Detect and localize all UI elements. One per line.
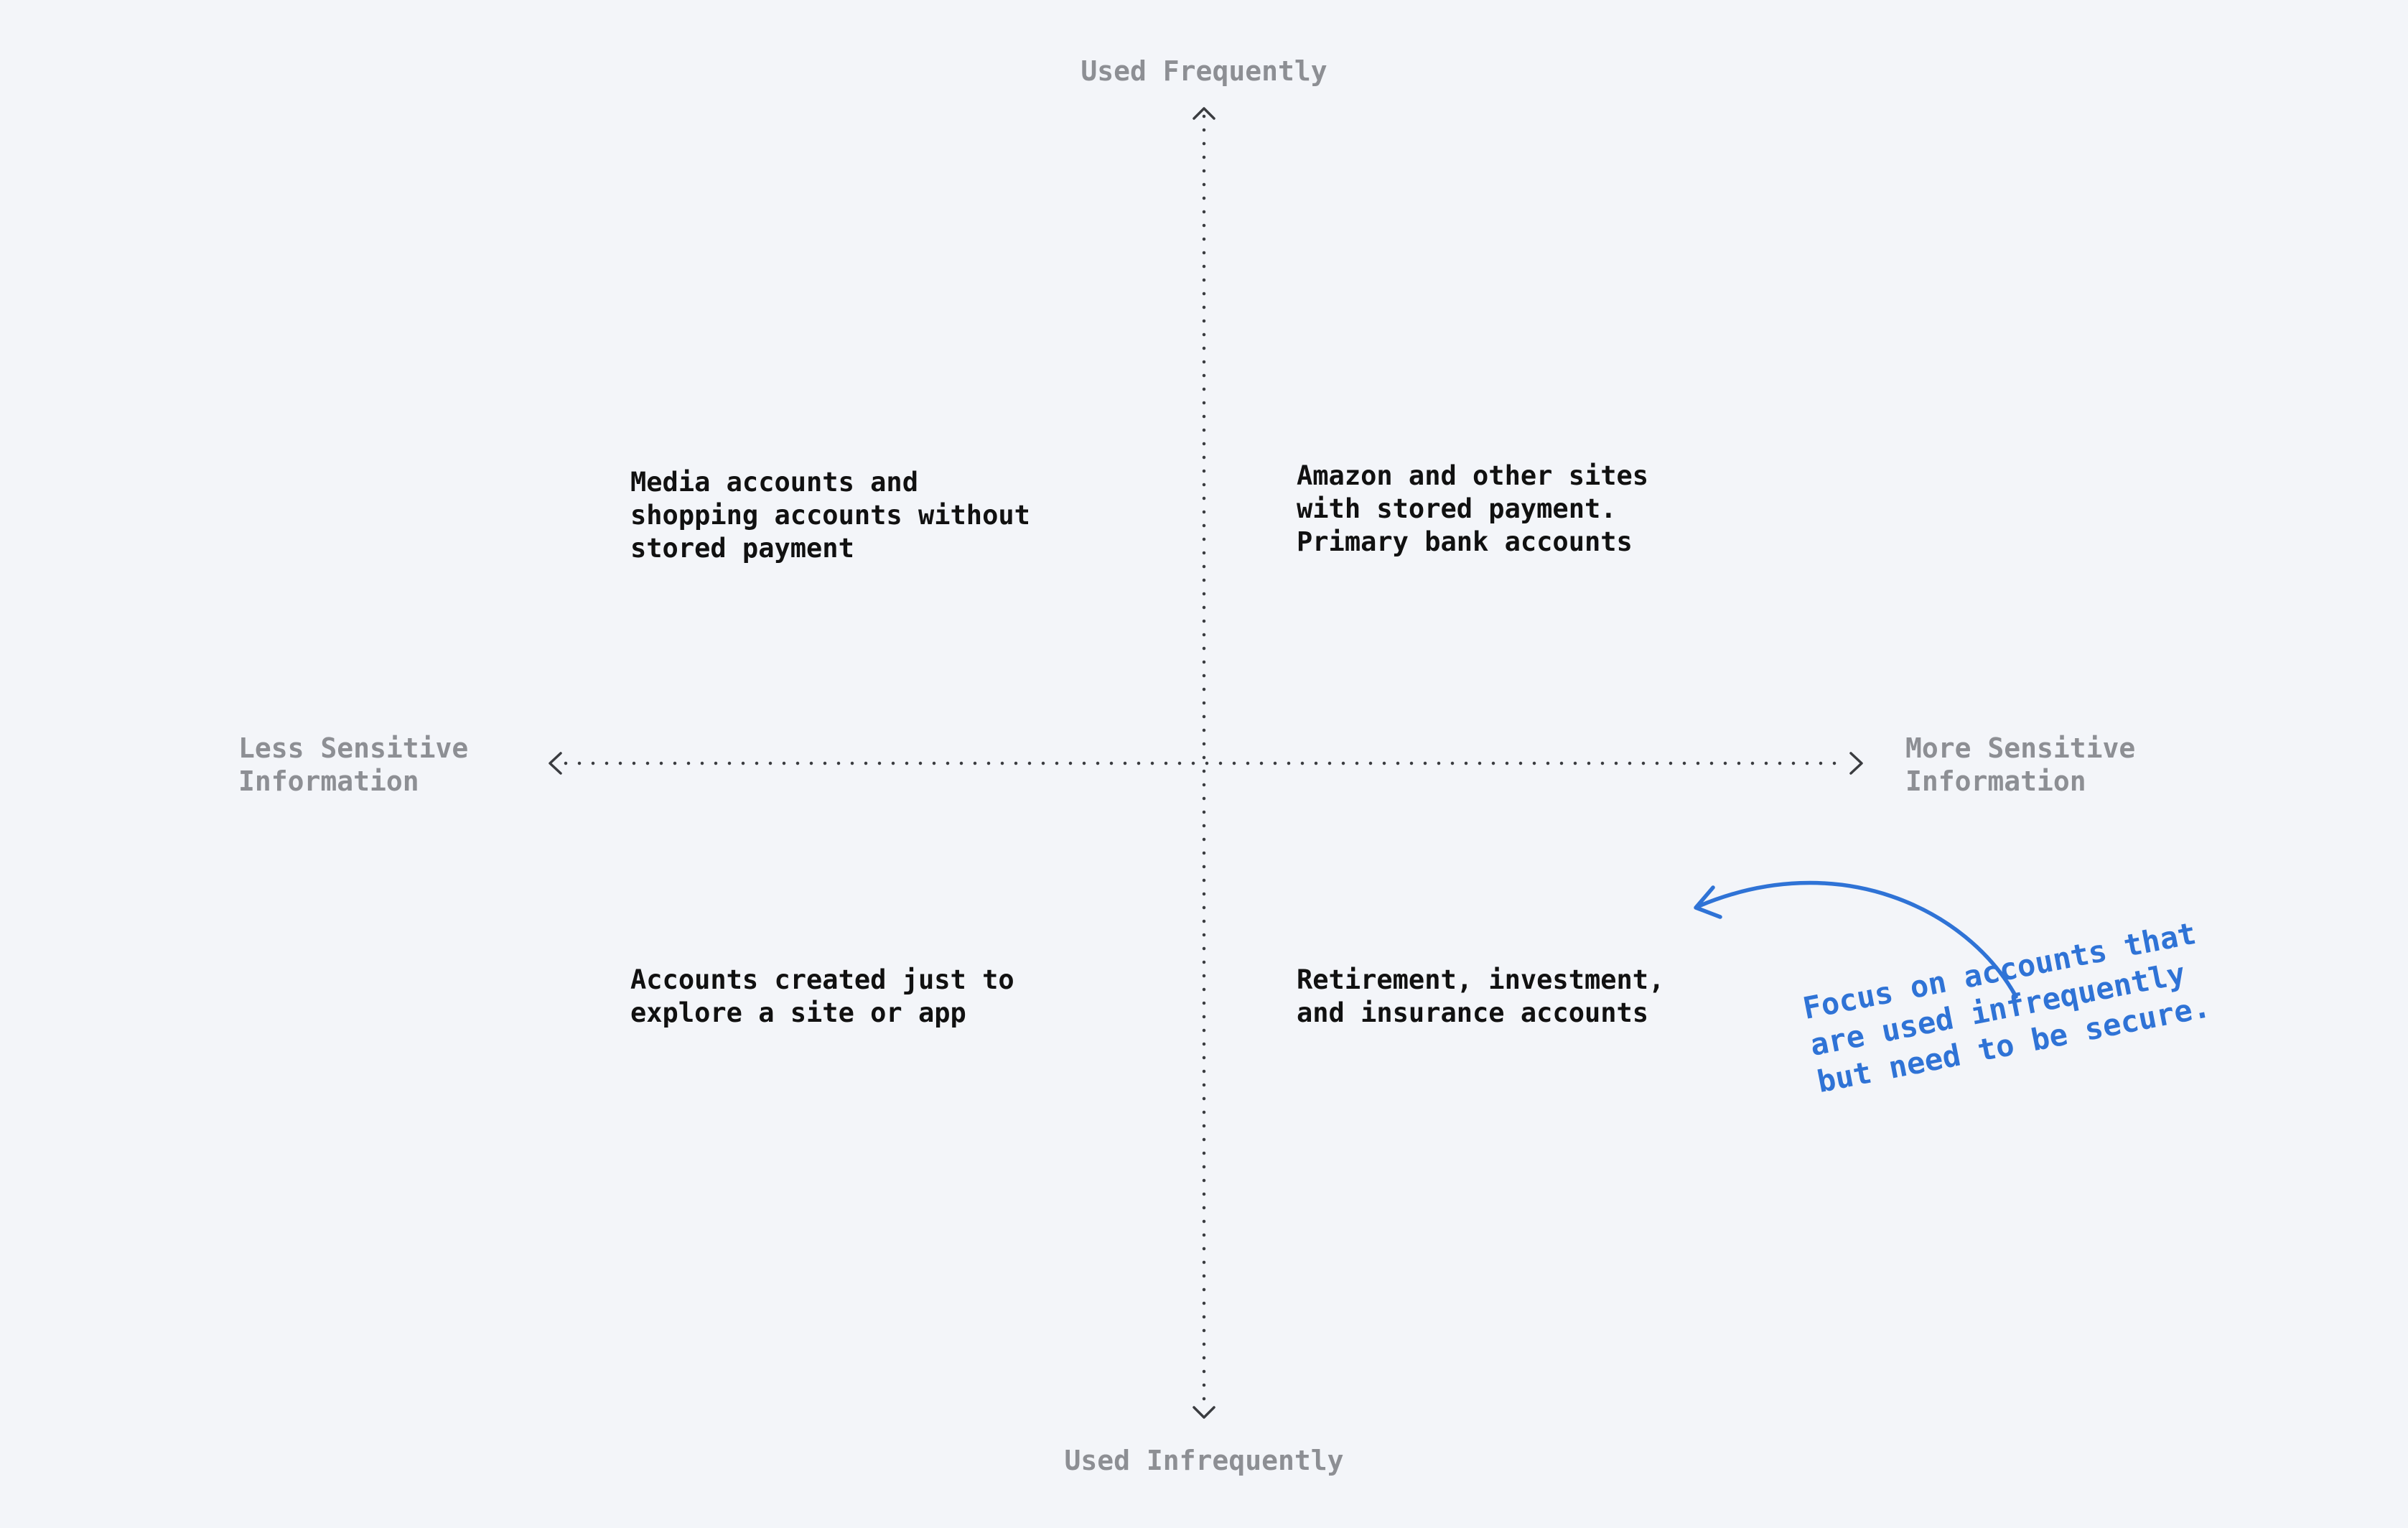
axis-label-more-sensitive: More Sensitive Information [1905, 732, 2136, 797]
callout-curved-arrow [1697, 880, 2018, 999]
axis-label-less-sensitive: Less Sensitive Information [238, 732, 469, 797]
arrow-up-icon [1193, 107, 1215, 120]
quadrant-top-left-text: Media accounts and shopping accounts wit… [630, 467, 1030, 564]
arrow-left-icon [549, 752, 562, 775]
callout-arrowhead-icon [1694, 885, 1722, 919]
axis-label-used-frequently: Used Frequently [1081, 55, 1327, 87]
quadrant-bottom-left-text: Accounts created just to explore a site … [630, 964, 1014, 1028]
axis-label-used-infrequently: Used Infrequently [1064, 1445, 1344, 1476]
arrow-right-icon [1849, 752, 1863, 775]
quadrant-top-right-text: Amazon and other sites with stored payme… [1297, 460, 1649, 557]
quadrant-bottom-right-text: Retirement, investment, and insurance ac… [1297, 964, 1665, 1028]
arrow-down-icon [1193, 1406, 1215, 1419]
